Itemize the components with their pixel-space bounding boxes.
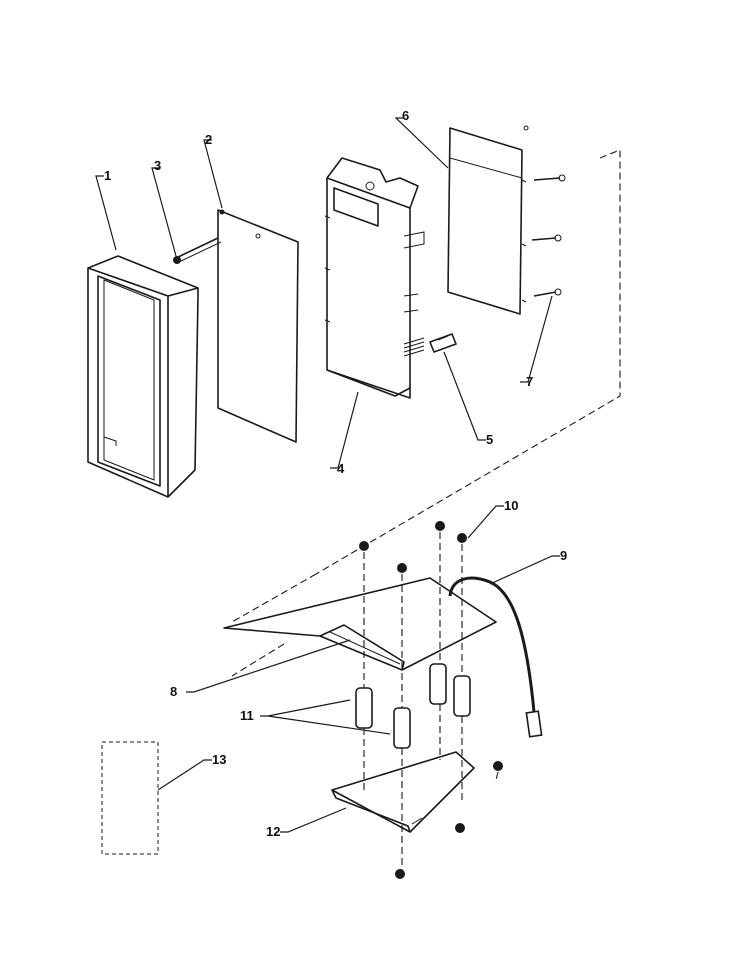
callout-12: 12 bbox=[266, 824, 280, 839]
part-5-clip bbox=[429, 333, 457, 353]
callout-10: 10 bbox=[504, 498, 518, 513]
part-10-screws bbox=[359, 521, 467, 573]
part-8-plate bbox=[223, 577, 497, 671]
part-6-board bbox=[447, 125, 529, 315]
callout-11: 11 bbox=[240, 708, 254, 723]
part-9-wire bbox=[448, 576, 543, 738]
part-12-screws bbox=[395, 761, 503, 879]
callout-2: 2 bbox=[205, 132, 212, 147]
part-12-bracket bbox=[331, 751, 475, 833]
part-4-chassis bbox=[324, 157, 425, 399]
callout-8: 8 bbox=[170, 684, 177, 699]
callout-3: 3 bbox=[154, 158, 161, 173]
callout-4: 4 bbox=[337, 461, 345, 476]
part-3-screw bbox=[173, 237, 222, 264]
leader-lines bbox=[95, 117, 560, 833]
callout-9: 9 bbox=[560, 548, 567, 563]
callout-13: 13 bbox=[212, 752, 226, 767]
part-7-screws bbox=[531, 174, 566, 297]
part-2-panel bbox=[217, 209, 299, 443]
part-1-frame bbox=[87, 255, 199, 498]
alignment-lines bbox=[231, 149, 621, 870]
callout-7: 7 bbox=[526, 374, 533, 389]
callout-labels: 1 2 3 4 5 6 7 8 9 10 11 12 13 bbox=[104, 108, 567, 839]
callout-5: 5 bbox=[486, 432, 493, 447]
callout-6: 6 bbox=[402, 108, 409, 123]
part-13-label bbox=[101, 741, 159, 855]
callout-1: 1 bbox=[104, 168, 111, 183]
part-11-spacers bbox=[355, 663, 471, 749]
